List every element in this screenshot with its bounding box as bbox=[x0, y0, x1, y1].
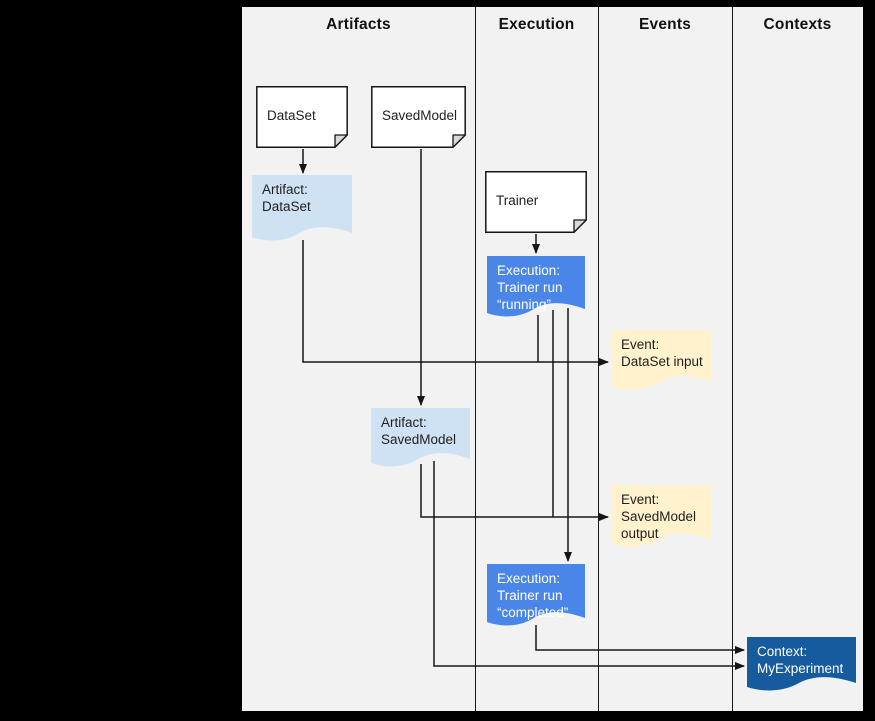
document-shape bbox=[371, 86, 466, 148]
node-execution-trainer-run-completed: Execution: Trainer run “completed” bbox=[487, 564, 585, 627]
node-label: Event: DataSet input bbox=[621, 337, 703, 369]
column-divider-execution-events bbox=[598, 7, 599, 711]
node-label: Trainer bbox=[496, 192, 539, 208]
node-label: DataSet bbox=[267, 107, 316, 123]
node-dataset: DataSet bbox=[256, 86, 348, 148]
node-execution-trainer-run-running: Execution: Trainer run “running” bbox=[487, 256, 585, 318]
node-label: Artifact: DataSet bbox=[262, 182, 311, 214]
node-event-savedmodel-output: Event: SavedModel output bbox=[611, 485, 711, 548]
tape-shape bbox=[611, 330, 712, 390]
column-divider-artifacts-execution bbox=[475, 7, 476, 711]
column-header-artifacts: Artifacts bbox=[326, 16, 391, 33]
node-label: Context: MyExperiment bbox=[757, 644, 844, 676]
document-shape bbox=[256, 86, 348, 148]
node-artifact-dataset: Artifact: DataSet bbox=[252, 175, 352, 242]
node-label: Event: SavedModel output bbox=[621, 492, 697, 541]
node-label: Execution: Trainer run “completed” bbox=[497, 571, 569, 620]
tape-shape bbox=[747, 637, 856, 691]
node-savedmodel: SavedModel bbox=[371, 86, 466, 148]
node-artifact-savedmodel: Artifact: SavedModel bbox=[371, 408, 470, 468]
column-header-events: Events bbox=[638, 16, 692, 33]
node-label: SavedModel bbox=[382, 107, 458, 123]
node-label: Execution: Trainer run “running” bbox=[497, 263, 563, 312]
tape-shape bbox=[371, 408, 470, 467]
node-context-myexperiment: Context: MyExperiment bbox=[747, 637, 856, 692]
column-header-execution: Execution bbox=[498, 16, 575, 33]
document-shape bbox=[485, 171, 587, 233]
tape-shape bbox=[252, 175, 352, 241]
column-divider-events-contexts bbox=[732, 7, 733, 711]
node-event-dataset-input: Event: DataSet input bbox=[611, 330, 712, 391]
node-trainer: Trainer bbox=[485, 171, 587, 233]
node-label: Artifact: SavedModel bbox=[381, 415, 457, 447]
column-header-contexts: Contexts bbox=[763, 16, 832, 33]
